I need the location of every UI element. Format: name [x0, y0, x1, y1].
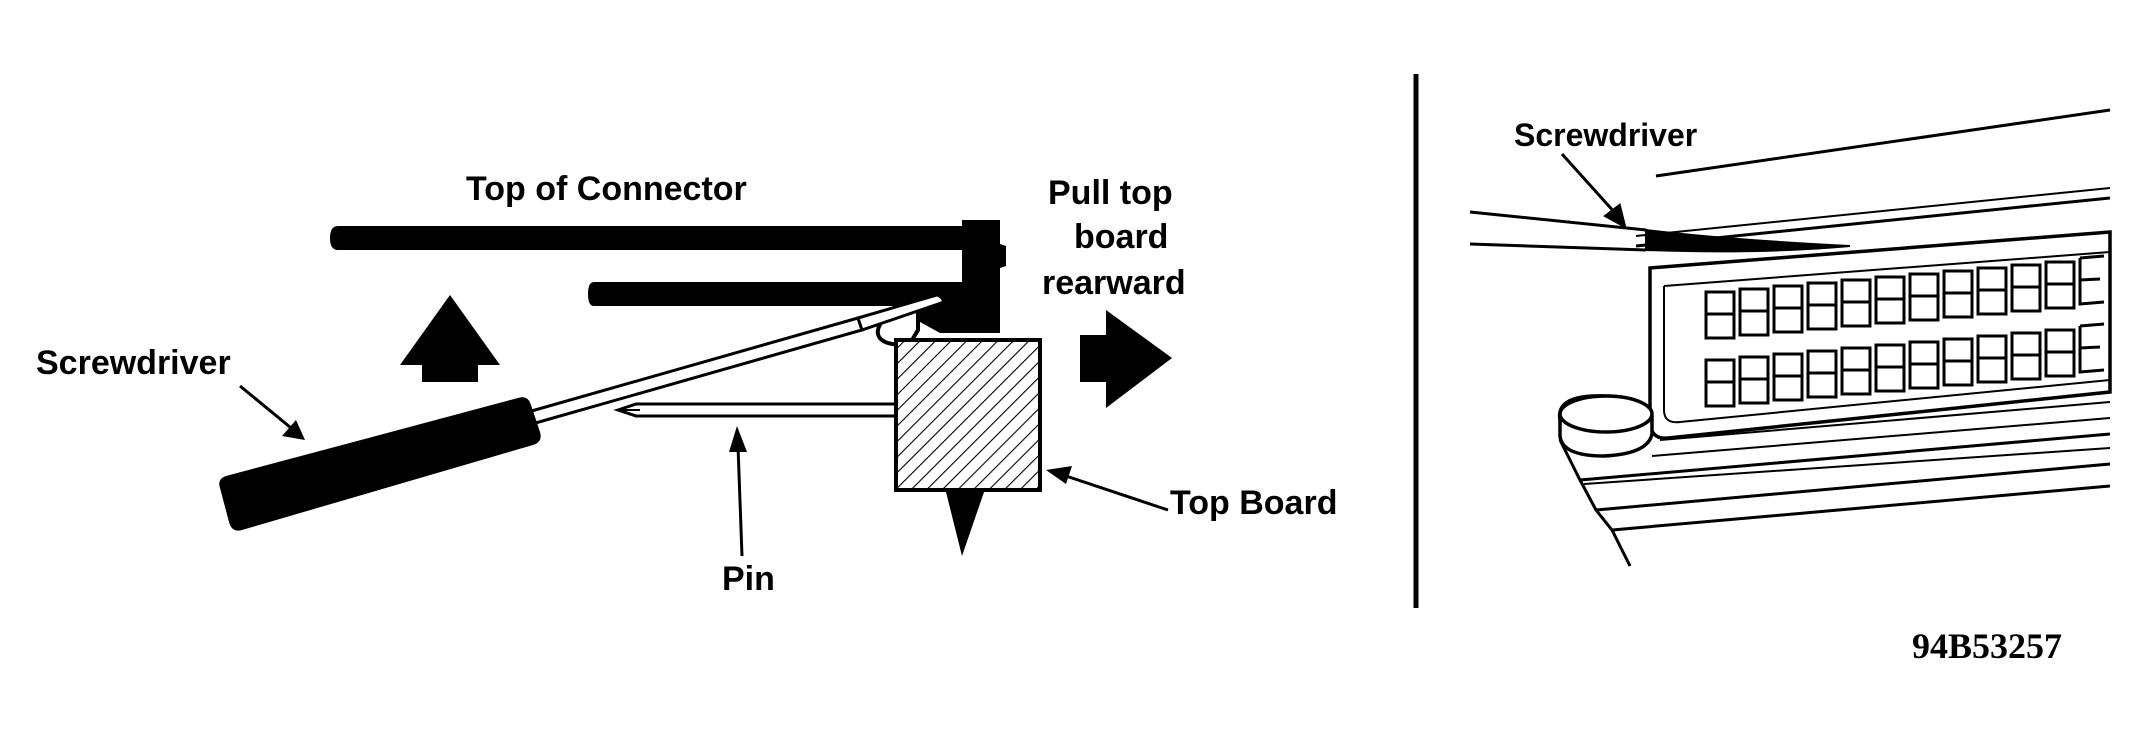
left-diagram: Top of Connector Pull top board rearward… [36, 170, 1337, 598]
pull-rearward-label-line2: board [1074, 218, 1168, 256]
figure-id: 94B53257 [1912, 626, 2062, 666]
screwdriver-rod-right [1469, 210, 1647, 252]
screwdriver-label-right: Screwdriver [1514, 117, 1697, 153]
screwdriver-handle [219, 397, 541, 531]
screwdriver-tip-right [1645, 228, 1851, 253]
cavity-row-top [1704, 254, 2105, 340]
down-arrow-icon [946, 492, 984, 556]
connector-top-bar [330, 226, 966, 250]
pin [613, 402, 898, 418]
cavity-row-bottom [1704, 322, 2105, 408]
pin-leader [729, 426, 747, 557]
top-of-connector-label: Top of Connector [466, 170, 747, 208]
top-board [894, 338, 1042, 492]
housing-top-edge [1655, 108, 2111, 178]
right-arrow-icon [1080, 310, 1172, 408]
right-diagram [1469, 108, 2112, 567]
pull-rearward-label-line3: rearward [1042, 264, 1186, 302]
screwdriver-label: Screwdriver [36, 344, 231, 382]
up-arrow-icon [400, 295, 500, 382]
pull-rearward-label-line1: Pull top [1048, 174, 1173, 212]
top-board-label: Top Board [1170, 484, 1337, 522]
screwdriver-leader [239, 384, 305, 440]
screwdriver-leader-right [1560, 152, 1627, 229]
connector-end-flange [920, 220, 1006, 333]
connector-lower-bar [588, 282, 970, 306]
housing-ledge-edge-2 [1635, 187, 2111, 237]
latch-boss [1557, 394, 1654, 458]
top-board-leader [1046, 466, 1169, 512]
pin-label: Pin [722, 560, 775, 598]
connector-lower-body [1558, 401, 2111, 567]
